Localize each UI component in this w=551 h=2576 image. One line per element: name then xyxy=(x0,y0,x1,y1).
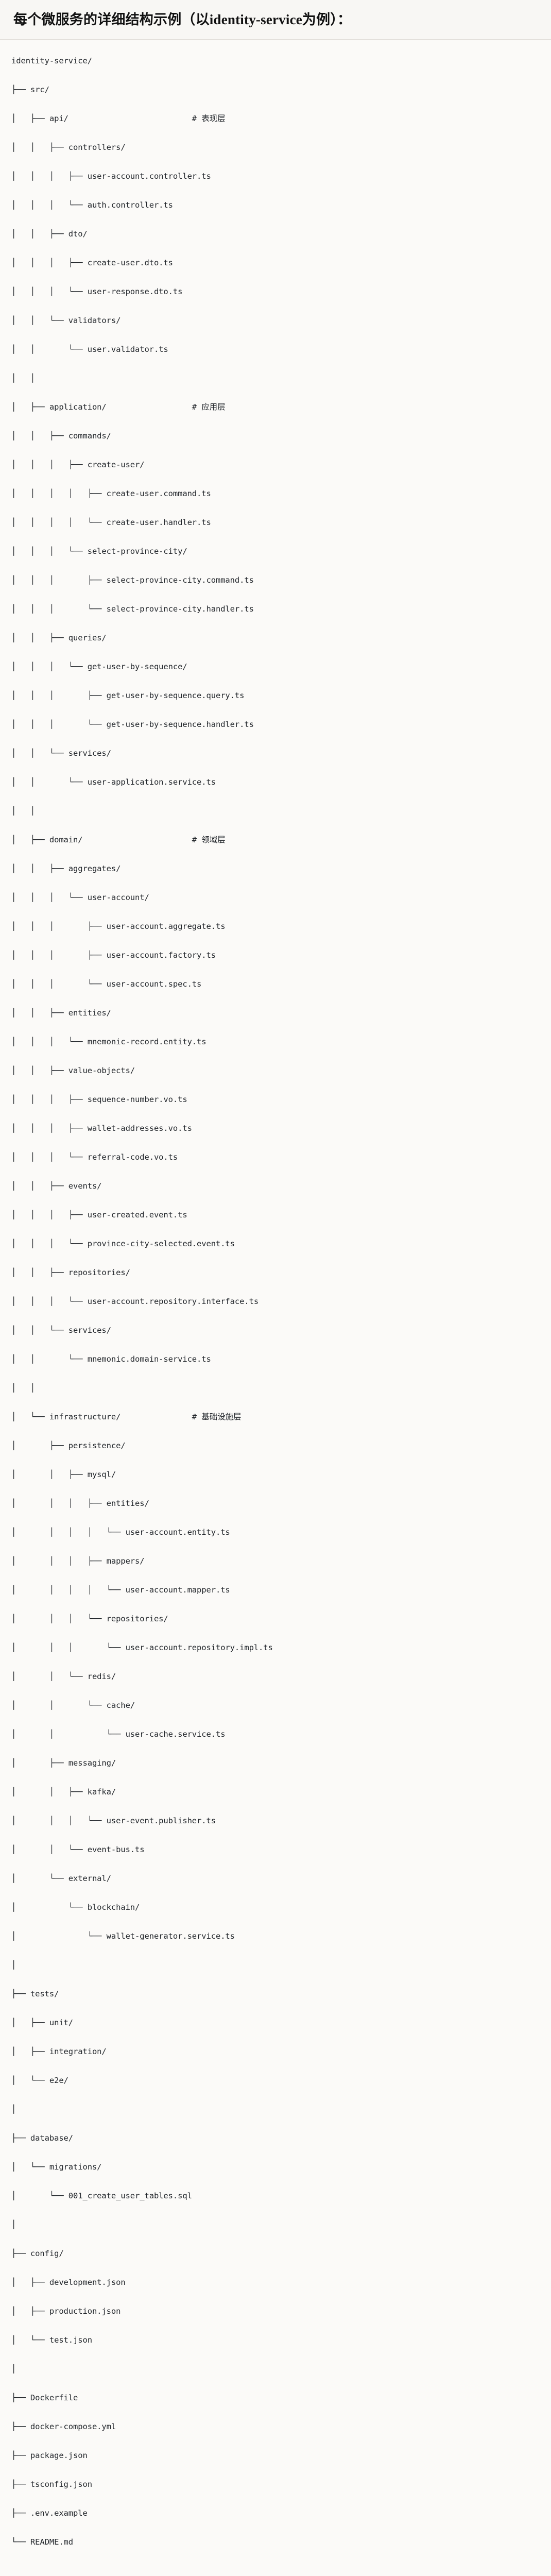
tree-line: │ │ │ └── select-province-city/ xyxy=(11,546,187,556)
tree-line: │ ├── unit/ xyxy=(11,2018,74,2027)
tree-line: │ │ ├── mysql/ xyxy=(11,1469,116,1479)
tree-line: │ │ xyxy=(11,1383,36,1393)
tree-line: │ │ │ ├── get-user-by-sequence.query.ts xyxy=(11,690,245,700)
tree-line: │ └── 001_create_user_tables.sql xyxy=(11,2191,192,2200)
tree-line: │ │ │ ├── sequence-number.vo.ts xyxy=(11,1094,187,1104)
tree-line: │ │ └── validators/ xyxy=(11,315,121,325)
tree-line: ├── package.json xyxy=(11,2450,88,2460)
tree-line: │ └── test.json xyxy=(11,2335,92,2345)
tree-line: │ └── external/ xyxy=(11,1873,111,1883)
tree-line: │ │ │ └── get-user-by-sequence/ xyxy=(11,662,187,671)
tree-line: │ └── migrations/ xyxy=(11,2162,102,2172)
tree-line: │ │ ├── dto/ xyxy=(11,229,88,239)
tree-line: │ │ ├── commands/ xyxy=(11,431,111,440)
tree-line: │ │ ├── repositories/ xyxy=(11,1267,130,1277)
tree-line: │ │ └── event-bus.ts xyxy=(11,1844,145,1854)
directory-tree: identity-service/ ├── src/ │ ├── api/ # … xyxy=(11,54,538,2564)
tree-line: │ │ │ └── user-account/ xyxy=(11,892,149,902)
tree-line: │ │ └── services/ xyxy=(11,1325,111,1335)
tree-line: │ │ │ └── auth.controller.ts xyxy=(11,200,173,210)
tree-line: │ └── blockchain/ xyxy=(11,1902,140,1912)
tree-line: │ │ │ ├── user-account.controller.ts xyxy=(11,171,211,181)
tree-line: │ │ │ └── province-city-selected.event.t… xyxy=(11,1239,235,1248)
tree-line: │ │ │ ├── user-account.aggregate.ts xyxy=(11,921,226,931)
tree-line: └── README.md xyxy=(11,2537,74,2547)
tree-line: │ │ └── mnemonic.domain-service.ts xyxy=(11,1354,211,1364)
tree-line: │ │ │ ├── entities/ xyxy=(11,1498,149,1508)
tree-line: │ │ │ └── user-response.dto.ts xyxy=(11,286,183,296)
tree-line: │ ├── api/ # 表现层 xyxy=(11,113,226,123)
tree-line: │ │ └── redis/ xyxy=(11,1671,116,1681)
tree-line: │ │ │ │ └── user-account.entity.ts xyxy=(11,1527,230,1537)
tree-line: │ │ │ └── repositories/ xyxy=(11,1614,168,1623)
tree-line: │ │ ├── controllers/ xyxy=(11,142,126,152)
tree-line: │ │ │ ├── create-user.dto.ts xyxy=(11,258,173,267)
tree-line: │ xyxy=(11,2219,16,2229)
tree-line: │ │ │ ├── mappers/ xyxy=(11,1556,145,1566)
tree-line: identity-service/ xyxy=(11,56,92,65)
tree-line: │ │ ├── aggregates/ xyxy=(11,863,121,873)
tree-line: │ └── infrastructure/ # 基础设施层 xyxy=(11,1412,242,1421)
tree-line: │ │ │ ├── user-created.event.ts xyxy=(11,1210,187,1219)
tree-line: ├── docker-compose.yml xyxy=(11,2421,116,2431)
tree-line: │ │ │ └── user-account.repository.impl.t… xyxy=(11,1642,273,1652)
tree-line: │ │ │ ├── user-account.factory.ts xyxy=(11,950,216,960)
tree-line: │ │ xyxy=(11,373,36,383)
tree-line: │ │ └── user-cache.service.ts xyxy=(11,1729,226,1739)
tree-line: │ │ ├── value-objects/ xyxy=(11,1065,135,1075)
tree-line: │ │ │ ├── create-user/ xyxy=(11,460,145,469)
tree-line: │ │ │ │ └── create-user.handler.ts xyxy=(11,517,211,527)
tree-line: │ │ │ └── user-event.publisher.ts xyxy=(11,1816,216,1825)
tree-line: │ │ └── user-application.service.ts xyxy=(11,777,216,787)
document-header: 每个微服务的详细结构示例（以identity-service为例）： xyxy=(0,0,551,40)
tree-line: │ │ ├── entities/ xyxy=(11,1008,111,1018)
tree-line: │ xyxy=(11,1960,16,1970)
tree-line: │ │ │ └── user-account.repository.interf… xyxy=(11,1296,259,1306)
tree-line: │ ├── persistence/ xyxy=(11,1440,126,1450)
tree-line: │ │ └── user.validator.ts xyxy=(11,344,168,354)
tree-line: │ │ └── cache/ xyxy=(11,1700,135,1710)
tree-line: │ ├── integration/ xyxy=(11,2046,107,2056)
tree-line: │ ├── domain/ # 领域层 xyxy=(11,835,226,844)
tree-line: ├── config/ xyxy=(11,2248,64,2258)
tree-line: ├── src/ xyxy=(11,84,49,94)
tree-line: │ xyxy=(11,2364,16,2374)
tree-line: │ │ ├── events/ xyxy=(11,1181,102,1191)
tree-line: ├── tests/ xyxy=(11,1989,59,1998)
tree-line: │ │ │ └── mnemonic-record.entity.ts xyxy=(11,1037,206,1046)
tree-line: │ │ │ ├── wallet-addresses.vo.ts xyxy=(11,1123,192,1133)
tree-line: ├── Dockerfile xyxy=(11,2393,78,2402)
directory-tree-block: identity-service/ ├── src/ │ ├── api/ # … xyxy=(0,40,551,2576)
tree-line: │ │ │ │ ├── create-user.command.ts xyxy=(11,488,211,498)
tree-line: │ │ ├── kafka/ xyxy=(11,1787,116,1797)
tree-line: │ ├── application/ # 应用层 xyxy=(11,402,226,412)
tree-line: │ │ ├── queries/ xyxy=(11,633,107,642)
tree-line: │ ├── messaging/ xyxy=(11,1758,116,1768)
tree-line: │ │ │ └── select-province-city.handler.t… xyxy=(11,604,254,614)
tree-line: ├── database/ xyxy=(11,2133,74,2143)
tree-line: │ │ │ │ └── user-account.mapper.ts xyxy=(11,1585,230,1595)
tree-line: │ ├── production.json xyxy=(11,2306,121,2316)
tree-line: │ │ │ └── user-account.spec.ts xyxy=(11,979,202,989)
tree-line: ├── .env.example xyxy=(11,2508,88,2518)
tree-line: │ │ │ └── referral-code.vo.ts xyxy=(11,1152,178,1162)
tree-line: │ └── wallet-generator.service.ts xyxy=(11,1931,235,1941)
tree-line: ├── tsconfig.json xyxy=(11,2479,92,2489)
page-title: 每个微服务的详细结构示例（以identity-service为例）： xyxy=(13,12,352,27)
tree-line: │ │ └── services/ xyxy=(11,748,111,758)
tree-line: │ xyxy=(11,2104,16,2114)
tree-line: │ │ │ ├── select-province-city.command.t… xyxy=(11,575,254,585)
tree-line: │ └── e2e/ xyxy=(11,2075,68,2085)
tree-line: │ │ │ └── get-user-by-sequence.handler.t… xyxy=(11,719,254,729)
tree-line: │ ├── development.json xyxy=(11,2277,126,2287)
tree-line: │ │ xyxy=(11,806,36,816)
